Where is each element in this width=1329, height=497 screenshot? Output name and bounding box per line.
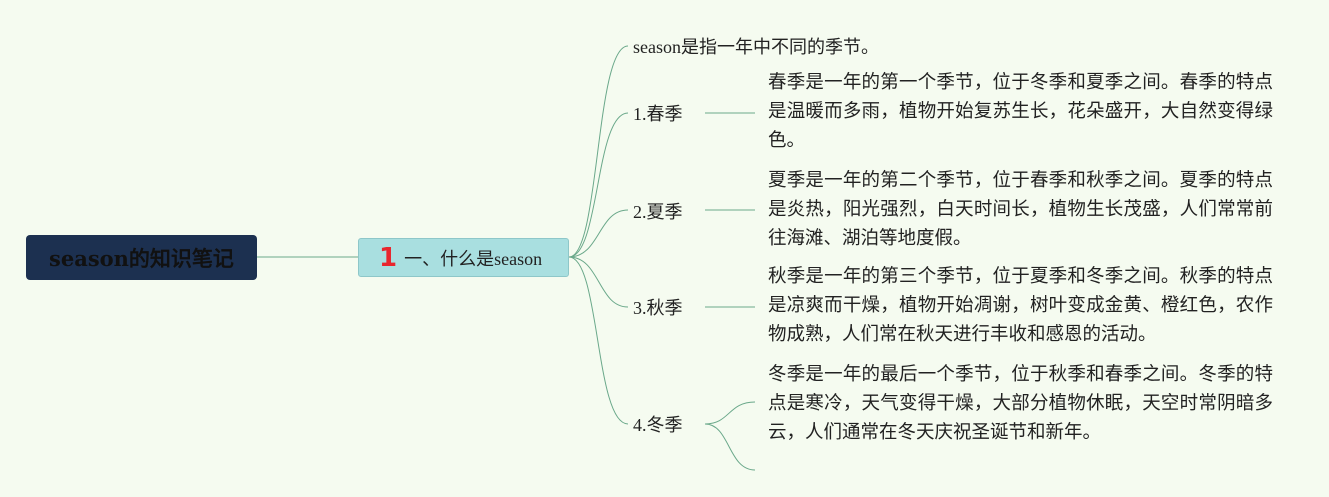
subtopic-autumn-label: 3.秋季 <box>633 298 683 318</box>
subtopic-spring[interactable]: 1.春季 <box>633 103 683 125</box>
branch-to-autumn-connector <box>568 256 629 308</box>
subtopic-winter-label: 4.冬季 <box>633 415 683 435</box>
subtopic-autumn[interactable]: 3.秋季 <box>633 297 683 319</box>
branch-topic[interactable]: 1 一、什么是season <box>358 238 569 277</box>
branch-topic-label: 一、什么是season <box>404 248 543 269</box>
subtopic-summer-label: 2.夏季 <box>633 202 683 222</box>
winter-description[interactable]: 冬季是一年的最后一个季节，位于秋季和春季之间。冬季的特点是寒冷，天气变得干燥，大… <box>768 361 1273 448</box>
winter-description-text: 冬季是一年的最后一个季节，位于秋季和春季之间。冬季的特点是寒冷，天气变得干燥，大… <box>768 365 1273 443</box>
spring-description[interactable]: 春季是一年的第一个季节，位于冬季和夏季之间。春季的特点是温暖而多雨，植物开始复苏… <box>768 69 1273 156</box>
spring-description-text: 春季是一年的第一个季节，位于冬季和夏季之间。春季的特点是温暖而多雨，植物开始复苏… <box>768 73 1273 151</box>
summer-description-text: 夏季是一年的第二个季节，位于春季和秋季之间。夏季的特点是炎热，阳光强烈，白天时间… <box>768 171 1273 249</box>
priority-number-marker: 1 <box>379 242 398 273</box>
winter-to-description-lower-connector <box>704 423 756 471</box>
subtopic-summer[interactable]: 2.夏季 <box>633 201 683 223</box>
branch-to-winter-connector <box>568 256 629 425</box>
subtopic-intro[interactable]: season是指一年中不同的季节。 <box>633 36 879 58</box>
winter-to-description-upper-connector <box>704 401 756 425</box>
summer-description[interactable]: 夏季是一年的第二个季节，位于春季和秋季之间。夏季的特点是炎热，阳光强烈，白天时间… <box>768 167 1273 254</box>
branch-to-summer-connector <box>568 209 629 258</box>
root-topic[interactable]: season的知识笔记 <box>26 235 257 280</box>
autumn-description-text: 秋季是一年的第三个季节，位于夏季和冬季之间。秋季的特点是凉爽而干燥，植物开始凋谢… <box>768 267 1273 345</box>
branch-to-spring-connector <box>568 112 629 258</box>
subtopic-intro-label: season是指一年中不同的季节。 <box>633 37 879 57</box>
root-topic-label: season的知识笔记 <box>49 245 234 271</box>
autumn-description[interactable]: 秋季是一年的第三个季节，位于夏季和冬季之间。秋季的特点是凉爽而干燥，植物开始凋谢… <box>768 263 1273 350</box>
subtopic-winter[interactable]: 4.冬季 <box>633 414 683 436</box>
subtopic-spring-label: 1.春季 <box>633 104 683 124</box>
branch-to-intro-connector <box>568 45 629 258</box>
